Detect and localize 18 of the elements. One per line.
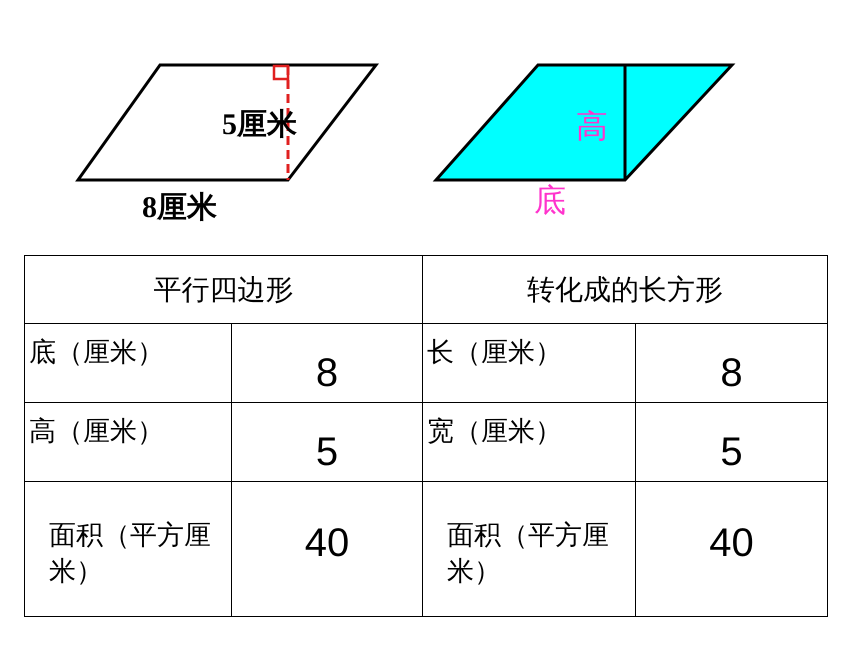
value: 8 [232,324,422,402]
value: 40 [232,482,422,616]
dimension-label: 8厘米 [142,193,217,223]
base-label: 底 [534,184,566,216]
row-label: 底（厘米） [24,324,232,402]
value: 8 [636,324,828,402]
height-label: 高 [576,110,608,142]
value: 5 [232,402,422,482]
column-header: 转化成的长方形 [422,256,828,324]
dimension-label: 5厘米 [222,110,297,140]
value: 40 [636,482,828,616]
value: 5 [636,402,828,482]
row-label: 宽（厘米） [422,402,636,482]
row-label: 长（厘米） [422,324,636,402]
row-label: 面积（平方厘米） [24,482,232,616]
column-header: 平行四边形 [24,256,422,324]
row-label: 高（厘米） [24,402,232,482]
row-label: 面积（平方厘米） [422,482,636,616]
